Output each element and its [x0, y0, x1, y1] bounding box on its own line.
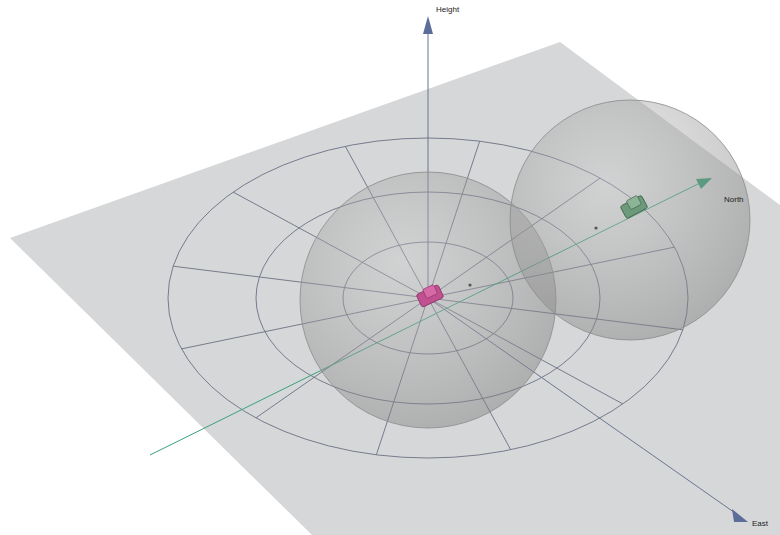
- axis-marker: [594, 226, 597, 229]
- axis-label: North: [724, 196, 744, 204]
- height-arrowhead: [423, 16, 433, 34]
- axis-label: Height: [436, 6, 459, 14]
- pink-vehicle: [415, 283, 444, 308]
- axis-label: East: [752, 520, 768, 528]
- east-arrowhead: [732, 509, 748, 522]
- range-sphere: [510, 100, 750, 340]
- axis-marker: [468, 283, 471, 286]
- ground-plane: [10, 42, 780, 535]
- green-vehicle: [619, 193, 648, 218]
